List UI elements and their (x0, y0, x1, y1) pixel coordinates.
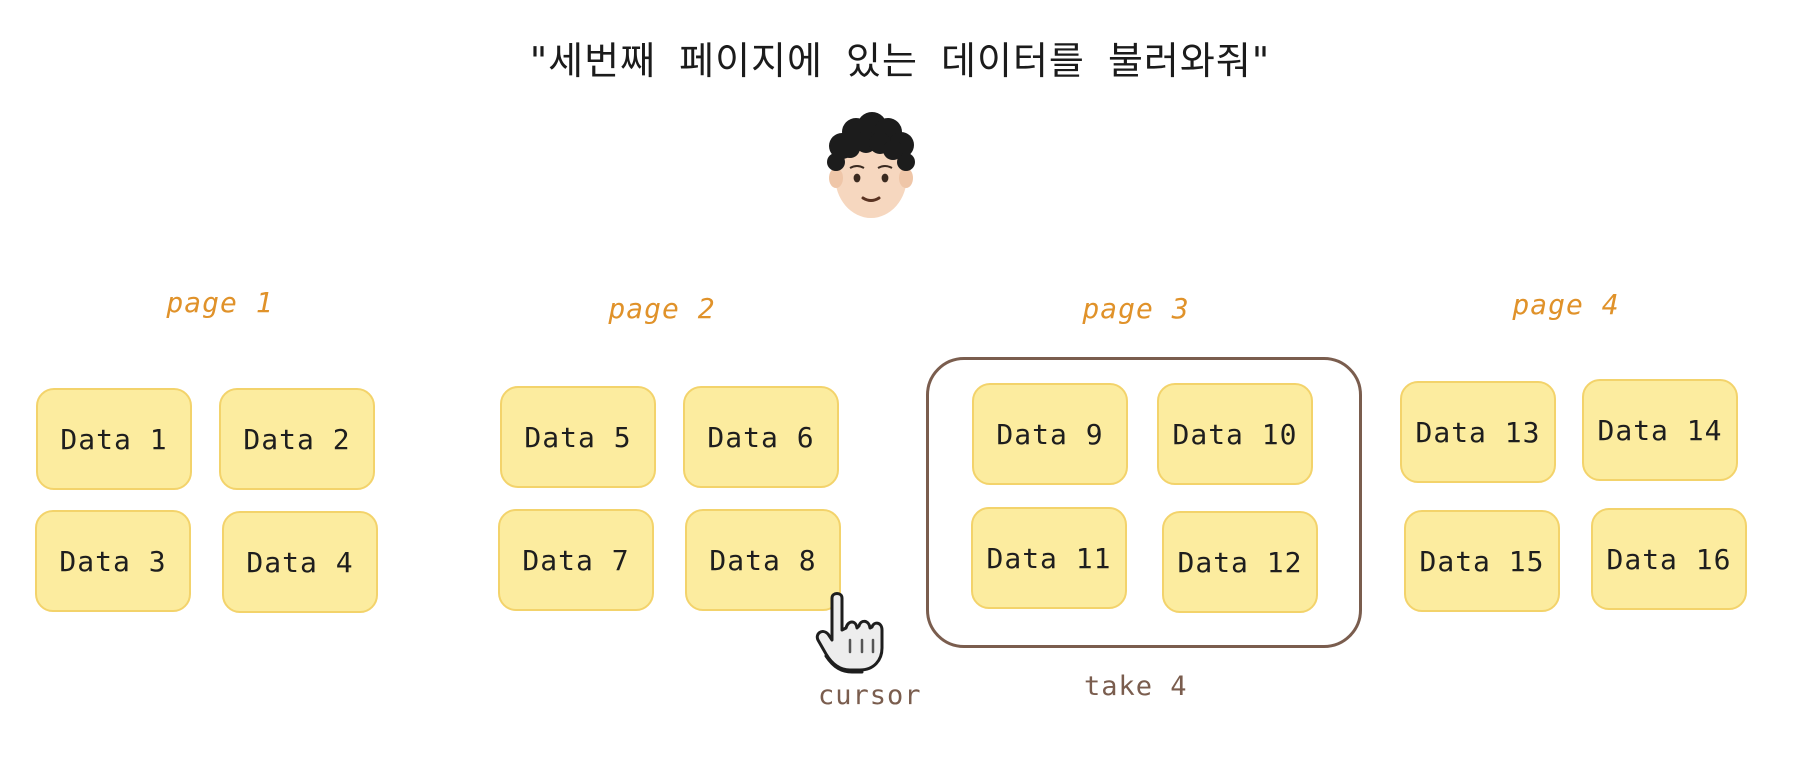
data-card: Data 9 (972, 383, 1128, 485)
data-card: Data 6 (683, 386, 839, 488)
data-card: Data 14 (1582, 379, 1738, 481)
data-card: Data 15 (1404, 510, 1560, 612)
take-label: take 4 (1084, 671, 1188, 702)
data-card: Data 13 (1400, 381, 1556, 483)
data-card: Data 7 (498, 509, 654, 611)
data-card: Data 10 (1157, 383, 1313, 485)
data-card: Data 2 (219, 388, 375, 490)
data-card: Data 5 (500, 386, 656, 488)
page-label-1: page 1 (166, 286, 274, 319)
page-label-4: page 4 (1512, 288, 1620, 321)
data-card: Data 4 (222, 511, 378, 613)
person-curly-hair-icon (827, 112, 915, 218)
data-card: Data 1 (36, 388, 192, 490)
data-card: Data 16 (1591, 508, 1747, 610)
data-card: Data 11 (971, 507, 1127, 609)
page-label-2: page 2 (608, 292, 716, 325)
page-label-3: page 3 (1082, 292, 1190, 325)
take-box (926, 357, 1362, 648)
data-card: Data 3 (35, 510, 191, 612)
cursor-label: cursor (818, 680, 922, 711)
hand-pointer-icon (815, 592, 884, 674)
data-card: Data 12 (1162, 511, 1318, 613)
data-card: Data 8 (685, 509, 841, 611)
quote-title: "세번째 페이지에 있는 데이터를 불러와줘" (529, 39, 1271, 83)
